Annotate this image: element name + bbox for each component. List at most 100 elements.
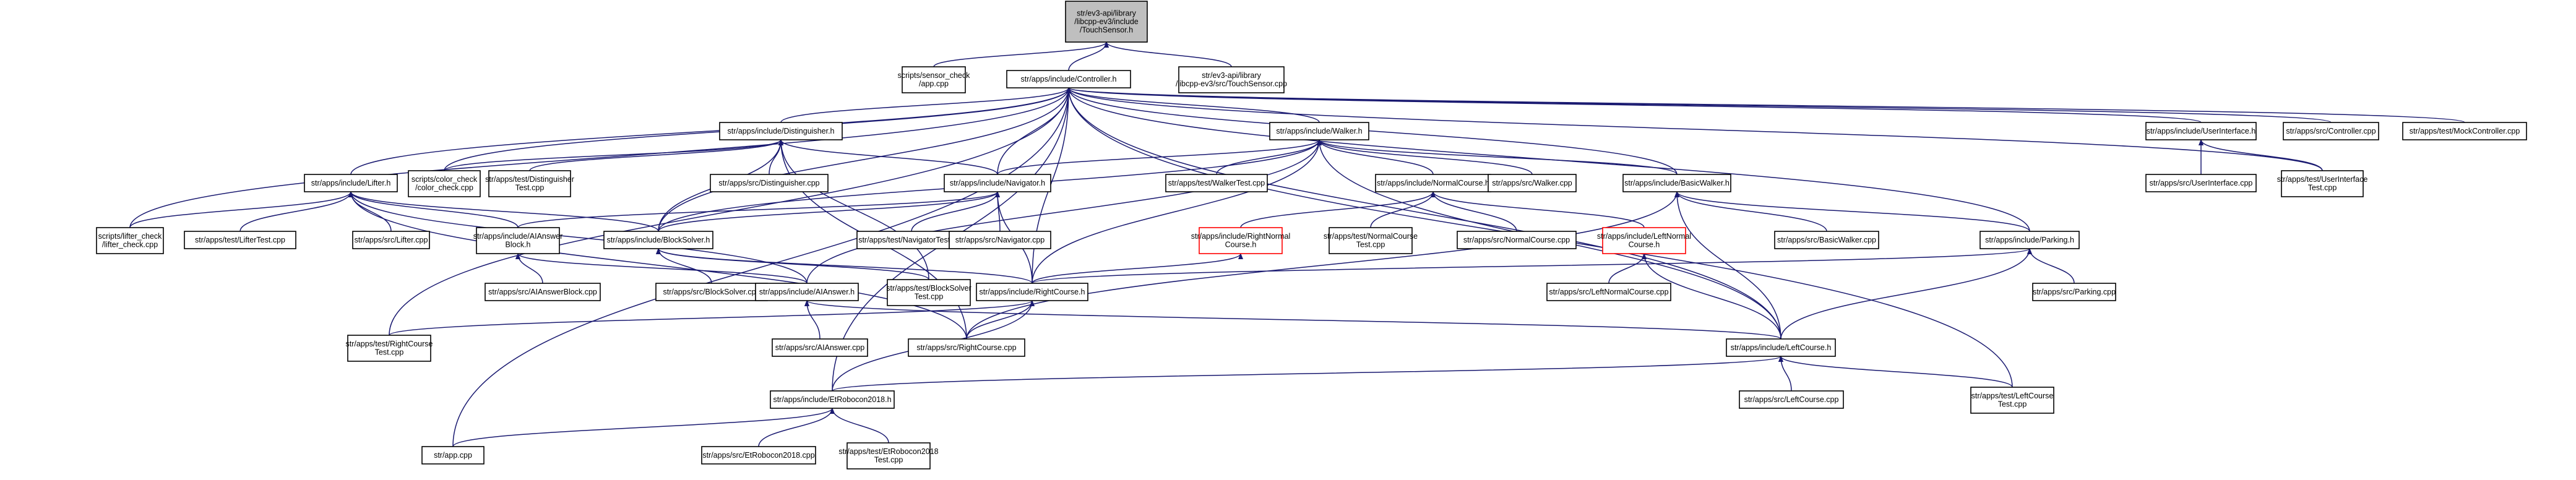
node-box (1457, 231, 1577, 249)
node-sensor-check[interactable]: scripts/sensor_check/app.cpp (898, 66, 970, 93)
node-userinterface-h[interactable]: str/apps/include/UserInterface.h (2145, 122, 2257, 140)
node-box (949, 231, 1051, 249)
node-label: Test.cpp (515, 184, 545, 192)
node-blocksolver-h[interactable]: str/apps/include/BlockSolver.h (603, 231, 713, 249)
edge-walker_h-to-basicwalker_h (1317, 139, 1678, 175)
node-ts-cpp[interactable]: str/ev3-api/library/libcpp-ev3/src/Touch… (1176, 66, 1287, 93)
edge-etrobocon_h-to-app_cpp (452, 408, 835, 447)
node-label: str/apps/test/UserInterface (2277, 175, 2368, 184)
node-box (1329, 227, 1413, 254)
node-leftcourse-cpp[interactable]: str/apps/src/LeftCourse.cpp (1739, 390, 1844, 409)
node-label: Block.h (506, 241, 531, 249)
node-lifter-test[interactable]: str/apps/test/LifterTest.cpp (184, 231, 296, 249)
node-rightcourse-h[interactable]: str/apps/include/RightCourse.h (976, 283, 1088, 301)
node-navigator-test[interactable]: str/apps/test/NavigatorTest.cpp (856, 231, 967, 249)
node-label: str/apps/src/LeftNormalCourse.cpp (1549, 288, 1668, 296)
node-label: str/apps/src/UserInterface.cpp (2150, 179, 2253, 187)
node-etrobocon-cpp[interactable]: str/apps/src/EtRobocon2018.cpp (701, 446, 816, 465)
node-app-cpp[interactable]: str/app.cpp (421, 446, 485, 465)
node-distinguisher-cpp[interactable]: str/apps/src/Distinguisher.cpp (710, 174, 829, 192)
node-label: str/apps/include/RightCourse.h (980, 288, 1085, 296)
edge-walker_h-to-rightcourse_h (1032, 139, 1322, 284)
node-label: Test.cpp (2308, 184, 2337, 192)
node-parking-h[interactable]: str/apps/include/Parking.h (1979, 231, 2080, 249)
node-box (1602, 227, 1686, 254)
node-etrobocon-h[interactable]: str/apps/include/EtRobocon2018.h (770, 390, 895, 409)
node-label: Test.cpp (915, 293, 944, 301)
node-lifter-h[interactable]: str/apps/include/Lifter.h (304, 174, 398, 192)
node-label: str/apps/include/AIAnswer (473, 232, 563, 241)
edge-lifter_h-to-aianswer_h (348, 191, 808, 284)
node-normalcourse-h[interactable]: str/apps/include/NormalCourse.h (1375, 174, 1491, 192)
node-navigator-cpp[interactable]: str/apps/src/Navigator.cpp (949, 231, 1051, 249)
node-box (2281, 170, 2364, 197)
node-aianswerblock-h[interactable]: str/apps/include/AIAnswerBlock.h (473, 227, 563, 254)
node-rightcourse-cpp[interactable]: str/apps/src/RightCourse.cpp (908, 338, 1025, 357)
node-basicwalker-cpp[interactable]: str/apps/src/BasicWalker.cpp (1774, 231, 1879, 249)
node-box (887, 279, 971, 306)
node-label: str/apps/src/Distinguisher.cpp (718, 179, 819, 187)
node-label: scripts/lifter_check (98, 232, 163, 241)
node-label: Test.cpp (1998, 400, 2027, 409)
node-box (1739, 390, 1844, 409)
node-box (976, 283, 1088, 301)
node-box (1165, 174, 1268, 192)
node-label: str/apps/include/Parking.h (1985, 236, 2074, 244)
node-walker-h[interactable]: str/apps/include/Walker.h (1269, 122, 1369, 140)
node-navigator-h[interactable]: str/apps/include/Navigator.h (944, 174, 1051, 192)
node-blocksolver-cpp[interactable]: str/apps/src/BlockSolver.cpp (655, 283, 768, 301)
node-box (1488, 174, 1577, 192)
node-userinterface-cpp[interactable]: str/apps/src/UserInterface.cpp (2145, 174, 2257, 192)
node-aianswer-h[interactable]: str/apps/include/AIAnswer.h (755, 283, 859, 301)
node-box (770, 390, 895, 409)
node-leftcourse-h[interactable]: str/apps/include/LeftCourse.h (1726, 338, 1836, 357)
node-ts-h[interactable]: str/ev3-api/library/libcpp-ev3/include/T… (1065, 1, 1148, 43)
node-lifter-cpp[interactable]: str/apps/src/Lifter.cpp (352, 231, 430, 249)
edge-aianswerblock_h-to-aianswerblock_cpp (515, 253, 543, 284)
node-controller-h[interactable]: str/apps/include/Controller.h (1006, 70, 1131, 88)
edge-basicwalker_h-to-basicwalker_cpp (1674, 191, 1827, 232)
node-box (2032, 283, 2116, 301)
node-leftnormal-h[interactable]: str/apps/include/LeftNormalCourse.h (1597, 227, 1691, 254)
edge-controller_h-to-lifter_check (129, 87, 1071, 228)
node-label: str/apps/include/LeftNormal (1597, 232, 1691, 241)
edge-rightcourse_h-to-rightcourse_test (389, 300, 1035, 336)
node-distinguisher-h[interactable]: str/apps/include/Distinguisher.h (719, 122, 843, 140)
node-label: str/apps/include/BlockSolver.h (607, 236, 710, 244)
edge-controller_h-to-userinterface_test (1066, 87, 2323, 171)
edge-etrobocon_h-to-etrobocon_cpp (758, 408, 835, 447)
node-parking-cpp[interactable]: str/apps/src/Parking.cpp (2032, 283, 2116, 301)
node-aianswerblock-cpp[interactable]: str/apps/src/AIAnswerBlock.cpp (485, 283, 601, 301)
edge-distinguisher_h-to-navigator_h (778, 139, 998, 175)
node-label: /color_check.cpp (415, 184, 473, 192)
node-aianswer-cpp[interactable]: str/apps/src/AIAnswer.cpp (772, 338, 868, 357)
node-leftnormal-cpp[interactable]: str/apps/src/LeftNormalCourse.cpp (1546, 283, 1671, 301)
edge-walker_h-to-walker_test (1216, 139, 1322, 175)
node-mockcontroller-cpp[interactable]: str/apps/test/MockController.cpp (2402, 122, 2527, 140)
node-label: str/apps/src/AIAnswerBlock.cpp (488, 288, 597, 296)
node-label: str/apps/src/BasicWalker.cpp (1777, 236, 1876, 244)
node-lifter-check[interactable]: scripts/lifter_check/lifter_check.cpp (96, 227, 164, 254)
edge-distinguisher_h-to-color_check (444, 139, 783, 171)
node-label: str/apps/src/BlockSolver.cpp (663, 288, 760, 296)
node-label: str/apps/src/RightCourse.cpp (916, 343, 1016, 352)
node-color-check[interactable]: scripts/color_check/color_check.cpp (408, 170, 481, 197)
node-basicwalker-h[interactable]: str/apps/include/BasicWalker.h (1622, 174, 1731, 192)
node-label: str/apps/include/AIAnswer.h (759, 288, 855, 296)
node-walker-cpp[interactable]: str/apps/src/Walker.cpp (1488, 174, 1577, 192)
node-normalcourse-cpp[interactable]: str/apps/src/NormalCourse.cpp (1457, 231, 1577, 249)
edge-leftnormal_h-to-leftcourse_h (1642, 253, 1781, 340)
edge-etrobocon_h-to-etrobocon_test (830, 408, 889, 444)
node-walker-test[interactable]: str/apps/test/WalkerTest.cpp (1165, 174, 1268, 192)
edge-aianswer_h-to-leftcourse_h (804, 300, 1781, 340)
node-controller-cpp[interactable]: str/apps/src/Controller.cpp (2283, 122, 2379, 140)
edge-lifter_h-to-blocksolver_h (348, 191, 659, 232)
